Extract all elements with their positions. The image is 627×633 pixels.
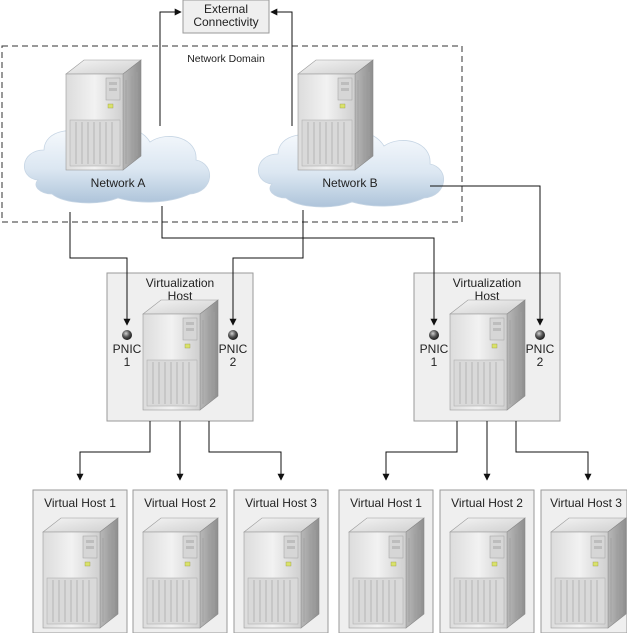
external-connectivity-line2: Connectivity — [193, 15, 258, 29]
host1-to-vhost1-link — [76, 421, 151, 481]
server-icon — [297, 59, 374, 171]
server-icon — [142, 299, 219, 411]
network-port-icon — [429, 330, 439, 340]
virtual-host-box: Virtual Host 1 — [338, 489, 434, 633]
virtual-host-box: Virtual Host 1 — [32, 489, 128, 633]
virtualization-host-2: Virtualization Host PNIC 1 PNIC 2 — [413, 272, 561, 422]
server-icon — [449, 517, 526, 629]
network-domain-boundary — [1, 45, 463, 223]
network-port-icon — [122, 330, 132, 340]
external-connectivity-box: External Connectivity — [182, 0, 270, 34]
host2-to-vhost3-link — [515, 421, 592, 481]
pnic-2-number: 2 — [537, 355, 544, 369]
server-icon — [550, 517, 627, 629]
pnic-1-number: 1 — [431, 355, 438, 369]
server-icon — [65, 59, 142, 171]
virtual-host-label: Virtual Host 1 — [350, 496, 422, 510]
pnic-1-number: 1 — [124, 355, 131, 369]
pnic-1-label: PNIC — [420, 342, 449, 356]
network-port-icon — [228, 330, 238, 340]
virtual-host-label: Virtual Host 3 — [550, 496, 622, 510]
virtualization-host-1: Virtualization Host PNIC 1 PNIC 2 — [106, 272, 254, 422]
network-b-label: Network B — [322, 176, 377, 190]
server-icon — [348, 517, 425, 629]
network-port-icon — [535, 330, 545, 340]
virtual-host-label: Virtual Host 2 — [144, 496, 216, 510]
server-icon — [449, 299, 526, 411]
virtual-host-label: Virtual Host 1 — [44, 496, 116, 510]
virtualization-host-1-line1: Virtualization — [146, 276, 214, 290]
network-b: Network B — [257, 59, 445, 208]
network-b-to-host2-pnic2 — [430, 185, 544, 326]
virtualization-host-2-line1: Virtualization — [453, 276, 521, 290]
pnic-2-number: 2 — [230, 355, 237, 369]
host1-to-vhost3-link — [208, 421, 285, 481]
network-a-uplink — [159, 8, 182, 126]
external-connectivity-line1: External — [204, 2, 248, 16]
virtual-host-box: Virtual Host 3 — [540, 489, 627, 633]
pnic-2-label: PNIC — [219, 342, 248, 356]
server-icon — [42, 517, 119, 629]
network-domain-label: Network Domain — [187, 53, 265, 65]
virtualization-host-1-line2: Host — [168, 289, 193, 303]
network-a-label: Network A — [91, 176, 146, 190]
network-a-to-host1-pnic1 — [69, 212, 131, 326]
pnic-2-label: PNIC — [526, 342, 555, 356]
network-b-to-host1-pnic2 — [229, 210, 304, 326]
server-icon — [142, 517, 219, 629]
virtual-host-box: Virtual Host 3 — [233, 489, 329, 633]
virtual-host-box: Virtual Host 2 — [132, 489, 228, 633]
pnic-1-label: PNIC — [113, 342, 142, 356]
virtual-host-box: Virtual Host 2 — [439, 489, 535, 633]
network-b-uplink — [270, 8, 293, 126]
virtual-host-label: Virtual Host 3 — [245, 496, 317, 510]
virtualization-host-2-line2: Host — [475, 289, 500, 303]
server-icon — [243, 517, 320, 629]
network-a-to-host2-pnic1 — [161, 206, 438, 326]
network-a: Network A — [23, 59, 211, 204]
virtual-host-label: Virtual Host 2 — [451, 496, 523, 510]
host2-to-vhost1-link — [382, 421, 458, 481]
